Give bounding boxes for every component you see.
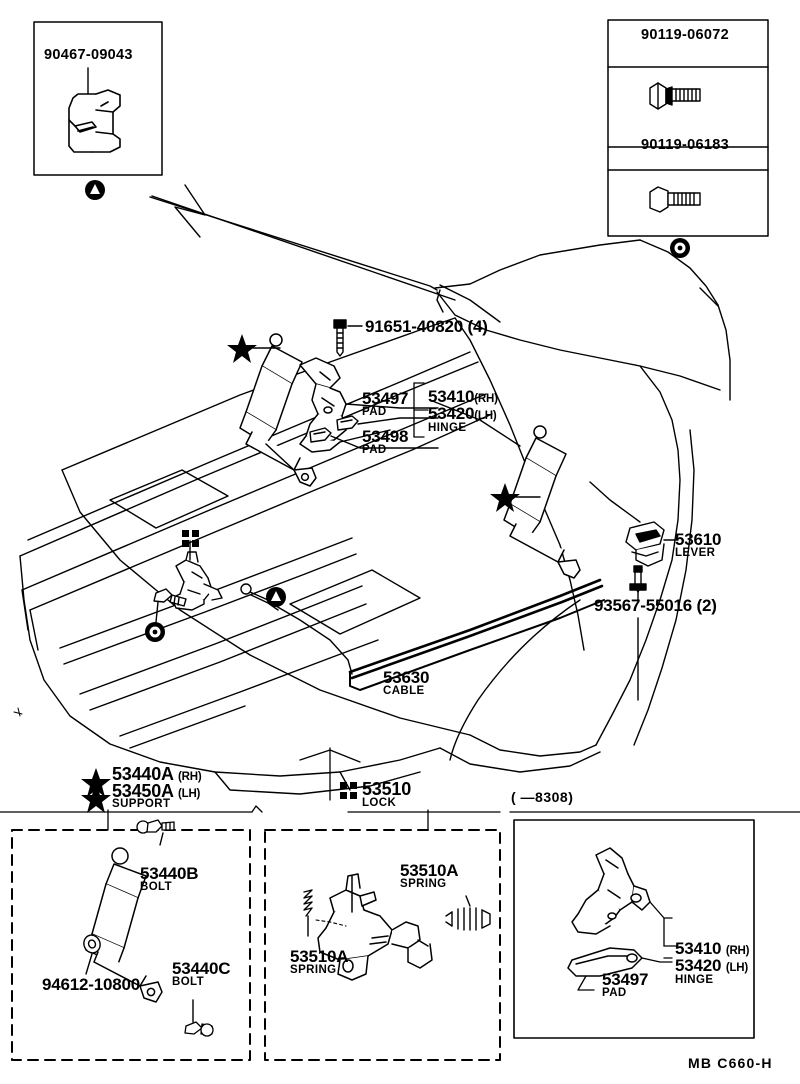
inset-top-left-part-number: 90467-09043 (44, 47, 133, 63)
callout-pad-53498-name: PAD (362, 444, 387, 456)
star-marker-support-label-rh (81, 768, 111, 797)
inset-bc-label-spring-1-number: 53510A (400, 861, 459, 880)
inset-top-right-part-number-2: 90119-06183 (641, 137, 729, 153)
inset-bl-label-53440C-name: BOLT (172, 976, 205, 988)
group-label-support-rh-number: 53440A (112, 764, 174, 784)
triangle-in-circle-marker-top-left (85, 180, 105, 200)
inset-bl-label-53440B-name: BOLT (140, 881, 173, 893)
ring-in-circle-marker-top-right (670, 238, 690, 258)
four-squares-marker-hood (182, 530, 199, 547)
inset-top-right-part-number-1: 90119-06072 (641, 27, 729, 43)
callout-lever-number: 53610 (675, 530, 722, 549)
inset-br-hinge-lh-number: 53420 (675, 956, 722, 975)
callout-cable-number: 53630 (383, 668, 430, 687)
ring-in-circle-marker-hood (145, 622, 165, 642)
inset-br-label-hinge-name: HINGE (675, 974, 714, 986)
star-marker-support-label-lh (81, 784, 111, 813)
group-label-support-lh-number: 53450A (112, 781, 174, 801)
group-label-support-rh: 53440A (RH) (112, 764, 202, 784)
triangle-in-circle-marker-hood (266, 587, 286, 607)
inset-br-hinge-lh-side: (LH) (725, 962, 749, 974)
inset-bl-label-94612: 94612-10800 (42, 975, 141, 994)
group-label-support-rh-side: (RH) (178, 771, 202, 783)
four-squares-marker-lock-label (340, 782, 357, 799)
inset-bl-label-53440B-number: 53440B (140, 864, 199, 883)
inset-br-label-pad-number: 53497 (602, 970, 649, 989)
callout-hinge-rh-number: 53410 (428, 387, 475, 406)
callout-cable-name: CABLE (383, 685, 425, 697)
callout-hinge-name: HINGE (428, 422, 467, 434)
inset-br-label-hinge-lh: 53420 (LH) (675, 957, 748, 975)
inset-br-label-pad-name: PAD (602, 987, 627, 999)
group-label-support-lh-side: (LH) (178, 788, 201, 800)
inset-bc-label-spring-2-name: SPRING (290, 964, 337, 976)
inset-bl-label-53440C-number: 53440C (172, 959, 231, 978)
footer-code: MB C660-H (688, 1055, 773, 1071)
group-label-lock-name: LOCK (362, 797, 397, 809)
date-range-note: ( —8308) (511, 789, 574, 805)
callout-screw-93567: 93567-55016 (2) (594, 596, 717, 615)
inset-br-hinge-rh-side: (RH) (725, 945, 750, 957)
callout-hinge-lh-side: (LH) (474, 410, 497, 422)
star-marker-left-stay (227, 334, 257, 363)
callout-pad-53498-number: 53498 (362, 427, 409, 446)
callout-bolt-91651: 91651-40820 (4) (365, 317, 488, 336)
callout-hinge-rh-side: (RH) (474, 393, 498, 405)
callout-hinge-rh: 53410(RH) (428, 388, 498, 406)
inset-bc-label-spring-1-name: SPRING (400, 878, 447, 890)
group-label-lock-number: 53510 (362, 779, 412, 799)
inset-br-hinge-rh-number: 53410 (675, 939, 722, 958)
callout-lever-name: LEVER (675, 547, 716, 559)
inset-br-label-hinge-rh: 53410 (RH) (675, 939, 750, 958)
callout-hinge-lh: 53420(LH) (428, 404, 497, 423)
callout-hinge-lh-number: 53420 (428, 404, 475, 423)
inset-bc-label-spring-2-number: 53510A (290, 947, 349, 966)
callout-pad-53497-name: PAD (362, 406, 387, 418)
star-marker-right-stay (490, 483, 520, 512)
group-label-support-lh: 53450A (LH) (112, 782, 200, 801)
group-label-support-name: SUPPORT (112, 798, 171, 810)
callout-pad-53497-number: 53497 (362, 389, 409, 408)
